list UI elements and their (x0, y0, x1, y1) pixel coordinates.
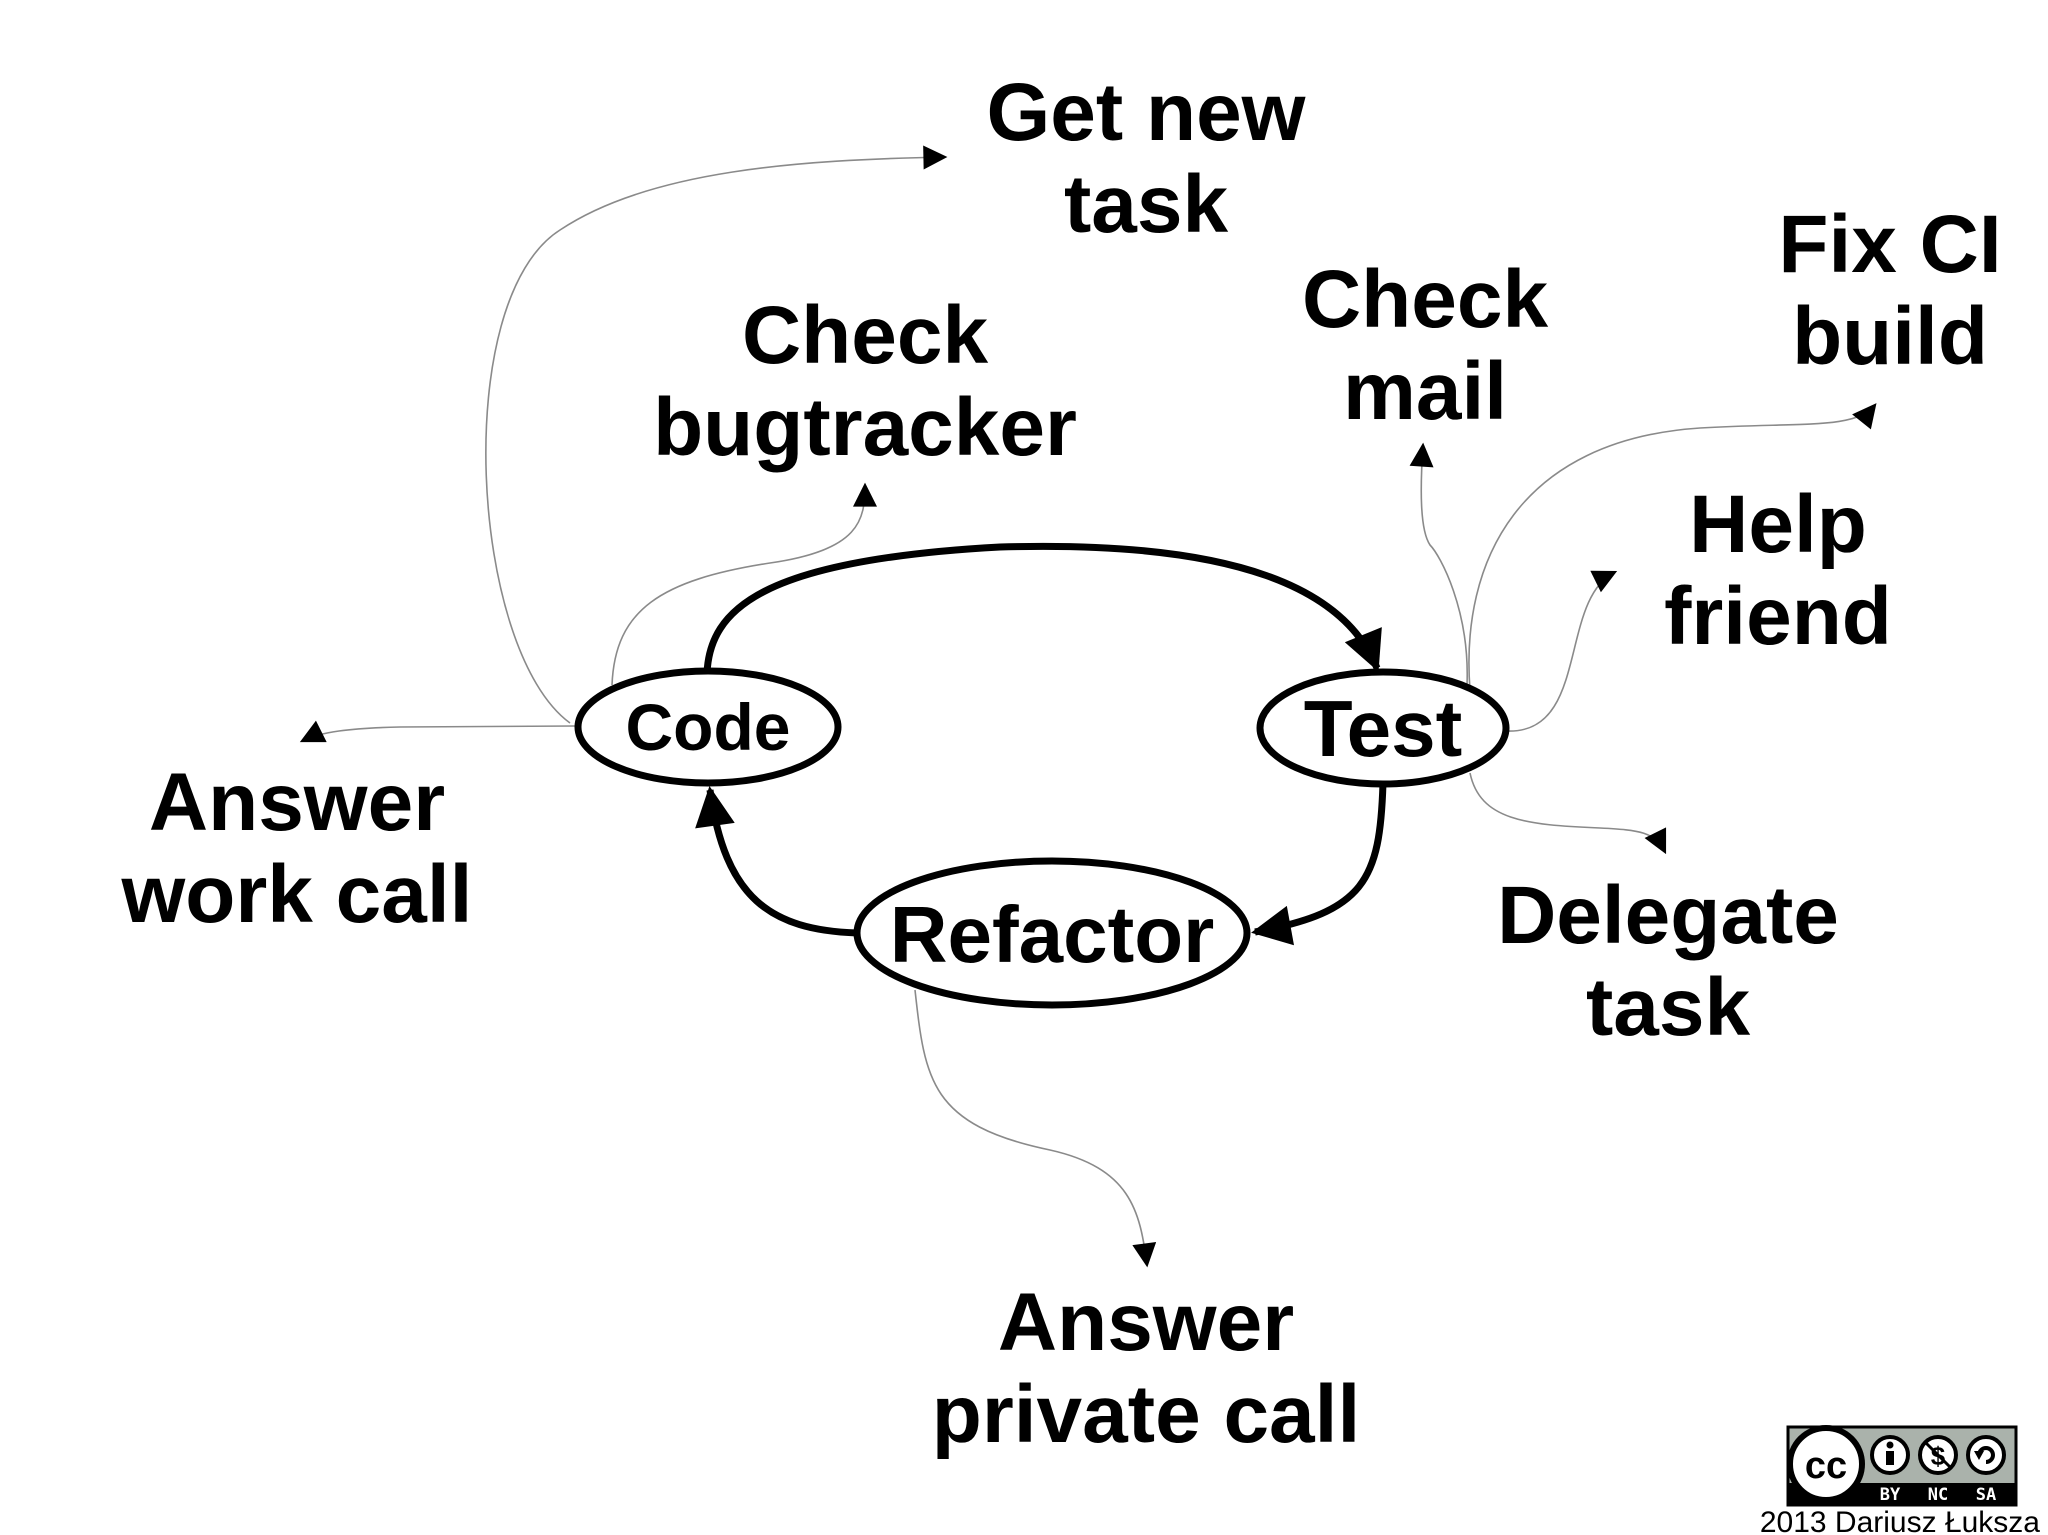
arrow-code-to-check-bugtracker (611, 482, 877, 686)
task-answer-private-call-line2: private call (932, 1369, 1360, 1460)
cc-logo-text: cc (1805, 1445, 1847, 1487)
task-get-new-task-line1: Get new (987, 67, 1306, 158)
task-answer-private-call-line1: Answer (998, 1277, 1294, 1368)
task-check-bugtracker: Check bugtracker (653, 290, 1077, 473)
node-refactor-label: Refactor (890, 890, 1215, 979)
arrow-test-to-delegate-task (1469, 772, 1667, 855)
arrow-refactor-to-answer-private-call (914, 989, 1157, 1268)
node-code: Code (574, 667, 842, 787)
cc-logo-icon (1787, 1425, 1865, 1503)
task-delegate-task-line1: Delegate (1497, 870, 1839, 961)
cc-license-badge[interactable]: cc $ BY NC SA (1786, 1425, 2018, 1507)
arrow-test-to-help-friend (1505, 570, 1618, 732)
task-check-mail-line1: Check (1302, 254, 1549, 345)
task-delegate-task-line2: task (1586, 962, 1751, 1053)
task-answer-work-call: Answer work call (121, 757, 473, 940)
arrow-code-to-test (703, 542, 1382, 674)
task-help-friend-line2: friend (1664, 571, 1892, 662)
task-get-new-task-line2: task (1064, 159, 1229, 250)
task-check-bugtracker-line2: bugtracker (653, 382, 1077, 473)
task-help-friend-line1: Help (1689, 479, 1867, 570)
node-test-label: Test (1304, 684, 1463, 773)
attribution-icon (1870, 1435, 1910, 1475)
task-check-bugtracker-line1: Check (742, 290, 989, 381)
task-fix-ci-build: Fix CI build (1778, 199, 2001, 382)
node-test: Test (1256, 668, 1510, 788)
cc-term-by: BY (1880, 1485, 1901, 1505)
node-code-label: Code (626, 690, 791, 764)
arrow-test-to-check-mail (1409, 442, 1468, 686)
task-answer-private-call: Answer private call (932, 1277, 1360, 1460)
sharealike-icon (1966, 1435, 2006, 1475)
task-delegate-task: Delegate task (1497, 870, 1839, 1053)
task-fix-ci-build-line2: build (1792, 291, 1988, 382)
arrow-code-to-answer-work-call (299, 720, 576, 743)
task-answer-work-call-line2: work call (121, 849, 473, 940)
copyright-notice: 2013 Dariusz Łuksza (1760, 1506, 2040, 1535)
task-help-friend: Help friend (1664, 479, 1892, 662)
task-answer-work-call-line1: Answer (149, 757, 445, 848)
noncommercial-icon: $ (1918, 1435, 1958, 1475)
arrow-code-to-get-new-task (485, 145, 948, 724)
cc-term-sa: SA (1976, 1485, 1996, 1505)
task-fix-ci-build-line1: Fix CI (1778, 199, 2001, 290)
cc-term-nc: NC (1928, 1485, 1948, 1505)
arrow-refactor-to-code (695, 786, 858, 937)
arrow-test-to-fix-ci-build (1468, 403, 1877, 691)
task-check-mail-line2: mail (1343, 346, 1507, 437)
node-refactor: Refactor (853, 857, 1251, 1009)
task-get-new-task: Get new task (987, 67, 1306, 250)
task-check-mail: Check mail (1302, 254, 1549, 437)
arrow-test-to-refactor (1251, 782, 1387, 946)
